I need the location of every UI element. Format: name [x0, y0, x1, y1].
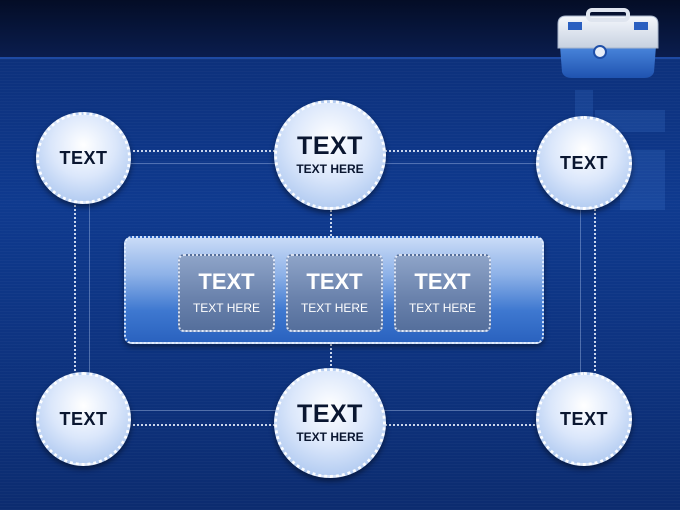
connector-left — [74, 200, 76, 375]
circle-top-center: TEXT TEXT HERE — [274, 100, 386, 210]
circle-bottom-center: TEXT TEXT HERE — [274, 368, 386, 478]
circle-subtitle: TEXT HERE — [296, 162, 364, 176]
circle-bottom-right: TEXT — [536, 372, 632, 466]
box-subtitle: TEXT HERE — [192, 301, 261, 315]
box-title: TEXT — [306, 269, 363, 294]
connector-center-lower — [330, 344, 332, 370]
circle-title: TEXT — [559, 409, 608, 429]
circle-title: TEXT — [297, 400, 363, 428]
inner-line-right — [580, 205, 581, 375]
toolbox-icon — [557, 8, 659, 78]
circle-bottom-left: TEXT — [36, 372, 131, 466]
circle-top-right: TEXT — [536, 116, 632, 210]
banner-divider — [0, 57, 680, 59]
box-title: TEXT — [198, 269, 255, 294]
connector-center-upper — [330, 205, 332, 236]
connector-right — [594, 205, 596, 375]
circle-title: TEXT — [559, 153, 608, 173]
box-subtitle: TEXT HERE — [408, 301, 477, 315]
panel-box-1: TEXT TEXT HERE — [178, 254, 275, 332]
circle-title: TEXT — [59, 148, 108, 168]
circle-title: TEXT — [59, 409, 108, 429]
center-panel: TEXT TEXT HERE TEXT TEXT HERE TEXT TEXT … — [124, 236, 544, 344]
circle-subtitle: TEXT HERE — [296, 430, 364, 444]
circle-title: TEXT — [297, 132, 363, 160]
box-title: TEXT — [414, 269, 471, 294]
inner-line-left — [89, 200, 90, 375]
circle-top-left: TEXT — [36, 112, 131, 204]
panel-box-2: TEXT TEXT HERE — [286, 254, 383, 332]
box-subtitle: TEXT HERE — [300, 301, 369, 315]
panel-box-3: TEXT TEXT HERE — [394, 254, 491, 332]
